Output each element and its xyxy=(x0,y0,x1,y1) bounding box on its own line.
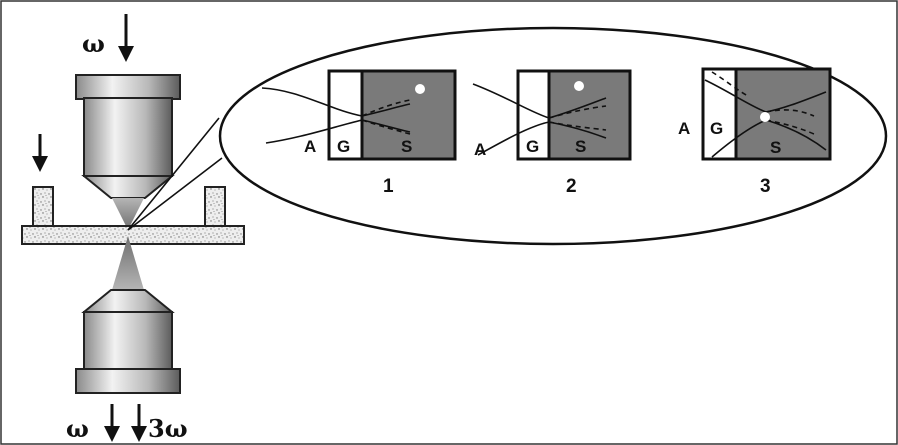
third-harmonic-arrow xyxy=(131,404,147,442)
panel-2-label-g: G xyxy=(526,137,539,156)
panel-2-beam-upper xyxy=(472,83,607,119)
transmitted-beam-arrow xyxy=(104,404,120,442)
focus-panel-2: A G S 2 xyxy=(472,69,632,197)
panel-2-label-s: S xyxy=(575,137,586,156)
right-spacer xyxy=(204,186,226,227)
panel-3-label-s: S xyxy=(770,138,781,157)
sample-arrow xyxy=(32,134,48,172)
panel-3-label-g: G xyxy=(710,119,723,138)
panel-1-focal-spot xyxy=(415,84,425,94)
omega-in-label: ω xyxy=(82,29,105,58)
focus-panel-3: A G S 3 xyxy=(678,67,832,197)
panel-1-beam-lower xyxy=(265,119,411,144)
focus-panel-1: A G S 1 xyxy=(261,69,457,197)
panel-3-number: 3 xyxy=(760,176,771,197)
panel-2-sample-region xyxy=(547,69,632,161)
panel-3-beam-upper xyxy=(704,79,827,113)
panel-2-beam-lower xyxy=(477,121,607,156)
panel-1-sample-region xyxy=(360,69,457,161)
panel-2-label-a: A xyxy=(474,140,486,159)
sample-slide xyxy=(21,225,245,245)
diverging-beam-cone xyxy=(112,236,144,290)
panel-1-beam-upper xyxy=(261,87,411,117)
third-harmonic-label: 3ω xyxy=(148,414,188,443)
panel-2-number: 2 xyxy=(566,176,577,197)
focused-beam-cone xyxy=(112,198,144,230)
zoom-callout-lines xyxy=(127,117,223,231)
upper-objective xyxy=(75,74,181,199)
panel-3-focal-spot xyxy=(760,112,770,122)
panel-3-sample-region xyxy=(734,67,832,161)
incident-beam-arrow xyxy=(118,14,134,62)
panel-3-label-a: A xyxy=(678,119,690,138)
panel-1-label-g: G xyxy=(337,137,350,156)
panel-1-label-s: S xyxy=(401,137,412,156)
lower-objective xyxy=(75,289,181,394)
panel-1-label-a: A xyxy=(304,137,316,156)
panel-1-number: 1 xyxy=(383,176,394,197)
omega-out-label: ω xyxy=(66,414,89,443)
left-spacer xyxy=(32,186,54,227)
panel-2-focal-spot xyxy=(574,81,584,91)
